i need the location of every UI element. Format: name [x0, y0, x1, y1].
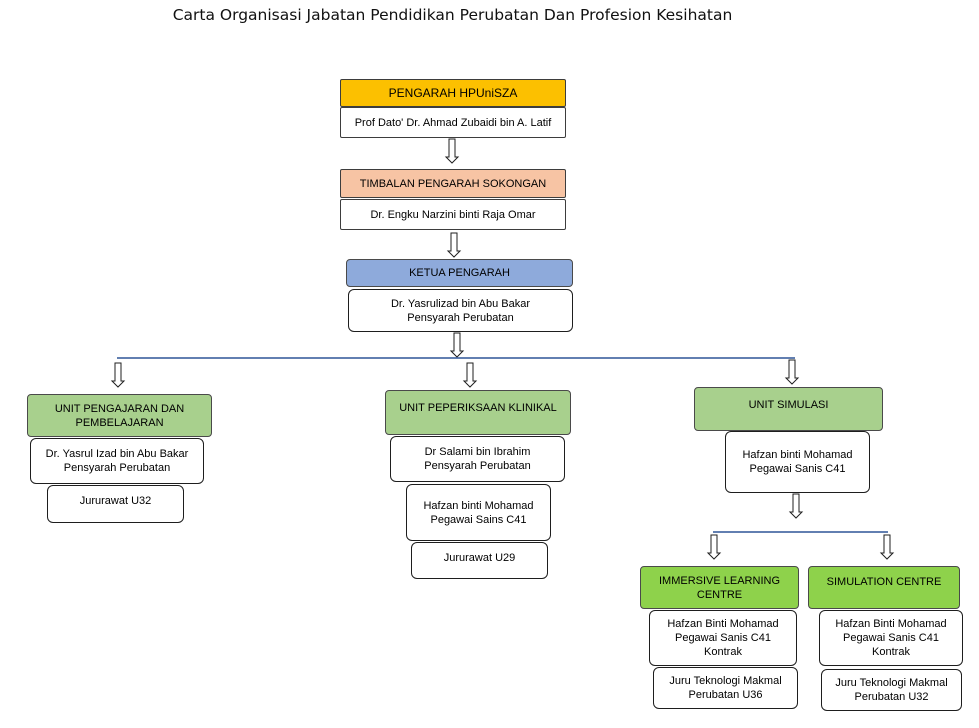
arrow-simulasi-to-branch: [789, 493, 803, 519]
director-name: Prof Dato' Dr. Ahmad Zubaidi bin A. Lati…: [354, 116, 552, 129]
unit-peperiksaan-staff-1: Dr Salami bin Ibrahim Pensyarah Perubata…: [390, 436, 565, 482]
staff-grade: Perubatan U32: [854, 691, 929, 703]
unit-pengajaran-staff-2: Jururawat U32: [47, 485, 184, 523]
head-name: Dr. Yasrulizad bin Abu Bakar: [390, 297, 530, 310]
staff-name: Dr. Yasrul Izad bin Abu Bakar: [45, 448, 189, 460]
staff-contract: Kontrak: [872, 646, 910, 658]
arrow-deputy-to-head: [447, 232, 461, 258]
unit-simulasi-staff-1: Hafzan binti Mohamad Pegawai Sanis C41: [725, 431, 870, 493]
staff-role: Pensyarah Perubatan: [424, 460, 531, 472]
unit-peperiksaan-title: UNIT PEPERIKSAAN KLINIKAL: [399, 402, 557, 414]
staff-role: Pegawai Sanis C41: [749, 463, 846, 475]
unit-pengajaran-title-line2: PEMBELAJARAN: [75, 416, 164, 429]
head-name-box: Dr. Yasrulizad bin Abu Bakar Pensyarah P…: [348, 289, 573, 332]
director-name-box: Prof Dato' Dr. Ahmad Zubaidi bin A. Lati…: [340, 107, 566, 138]
staff-name: Hafzan Binti Mohamad: [835, 618, 947, 630]
centre-simulation-title-box: SIMULATION CENTRE: [808, 566, 960, 609]
deputy-title-box: TIMBALAN PENGARAH SOKONGAN: [340, 169, 566, 198]
arrow-to-simulation-centre: [880, 534, 894, 560]
staff-name: Hafzan binti Mohamad: [742, 449, 853, 461]
arrow-to-unit-peperiksaan: [463, 362, 477, 388]
arrow-to-unit-simulasi: [785, 359, 799, 385]
head-title: KETUA PENGARAH: [409, 267, 510, 279]
unit-pengajaran-title-box: UNIT PENGAJARAN DAN PEMBELAJARAN: [27, 394, 212, 437]
centre-immersive-title-line1: IMMERSIVE LEARNING: [658, 574, 781, 587]
centre-simulation-staff-2: Juru Teknologi Makmal Perubatan U32: [821, 669, 962, 711]
staff-name: Dr Salami bin Ibrahim: [424, 446, 531, 458]
deputy-title: TIMBALAN PENGARAH SOKONGAN: [359, 177, 547, 190]
staff-role: Pegawai Sanis C41: [674, 632, 771, 644]
unit-pengajaran-title-line1: UNIT PENGAJARAN DAN: [54, 402, 185, 415]
unit-simulasi-title-box: UNIT SIMULASI: [694, 387, 883, 431]
director-title-box: PENGARAH HPUniSZA: [340, 79, 566, 107]
arrow-to-immersive-centre: [707, 534, 721, 560]
deputy-name-box: Dr. Engku Narzini binti Raja Omar: [340, 199, 566, 230]
unit-pengajaran-staff-1: Dr. Yasrul Izad bin Abu Bakar Pensyarah …: [30, 438, 204, 484]
arrow-to-unit-pengajaran: [111, 362, 125, 388]
staff-role: Pegawai Sanis C41: [842, 632, 939, 644]
deputy-name: Dr. Engku Narzini binti Raja Omar: [370, 208, 536, 221]
unit-peperiksaan-title-box: UNIT PEPERIKSAAN KLINIKAL: [385, 390, 571, 435]
staff-contract: Kontrak: [704, 646, 742, 658]
staff-role: Jururawat U29: [443, 552, 516, 564]
chart-title: Carta Organisasi Jabatan Pendidikan Peru…: [172, 6, 733, 24]
unit-simulasi-title: UNIT SIMULASI: [748, 399, 829, 411]
staff-role: Pensyarah Perubatan: [63, 462, 171, 474]
staff-role: Juru Teknologi Makmal: [669, 675, 782, 687]
staff-role: Juru Teknologi Makmal: [835, 677, 948, 689]
unit-peperiksaan-staff-3: Jururawat U29: [411, 542, 548, 579]
staff-name: Hafzan binti Mohamad: [423, 499, 534, 512]
arrow-director-to-deputy: [445, 138, 459, 164]
centre-simulation-staff-1: Hafzan Binti Mohamad Pegawai Sanis C41 K…: [819, 610, 963, 666]
head-role: Pensyarah Perubatan: [407, 311, 514, 324]
staff-grade: Perubatan U36: [688, 689, 763, 701]
centre-simulation-title: SIMULATION CENTRE: [826, 576, 942, 588]
arrow-head-to-branch: [450, 332, 464, 358]
staff-role: Jururawat U32: [79, 495, 152, 507]
centre-immersive-title-line2: CENTRE: [696, 588, 743, 601]
head-title-box: KETUA PENGARAH: [346, 259, 573, 287]
unit-peperiksaan-staff-2: Hafzan binti Mohamad Pegawai Sains C41: [406, 484, 551, 541]
centre-immersive-staff-2: Juru Teknologi Makmal Perubatan U36: [653, 667, 798, 709]
staff-role: Pegawai Sains C41: [430, 513, 527, 526]
staff-name: Hafzan Binti Mohamad: [667, 618, 779, 630]
centre-immersive-title-box: IMMERSIVE LEARNING CENTRE: [640, 566, 799, 609]
director-title: PENGARAH HPUniSZA: [388, 86, 518, 100]
centre-immersive-staff-1: Hafzan Binti Mohamad Pegawai Sanis C41 K…: [649, 610, 797, 666]
